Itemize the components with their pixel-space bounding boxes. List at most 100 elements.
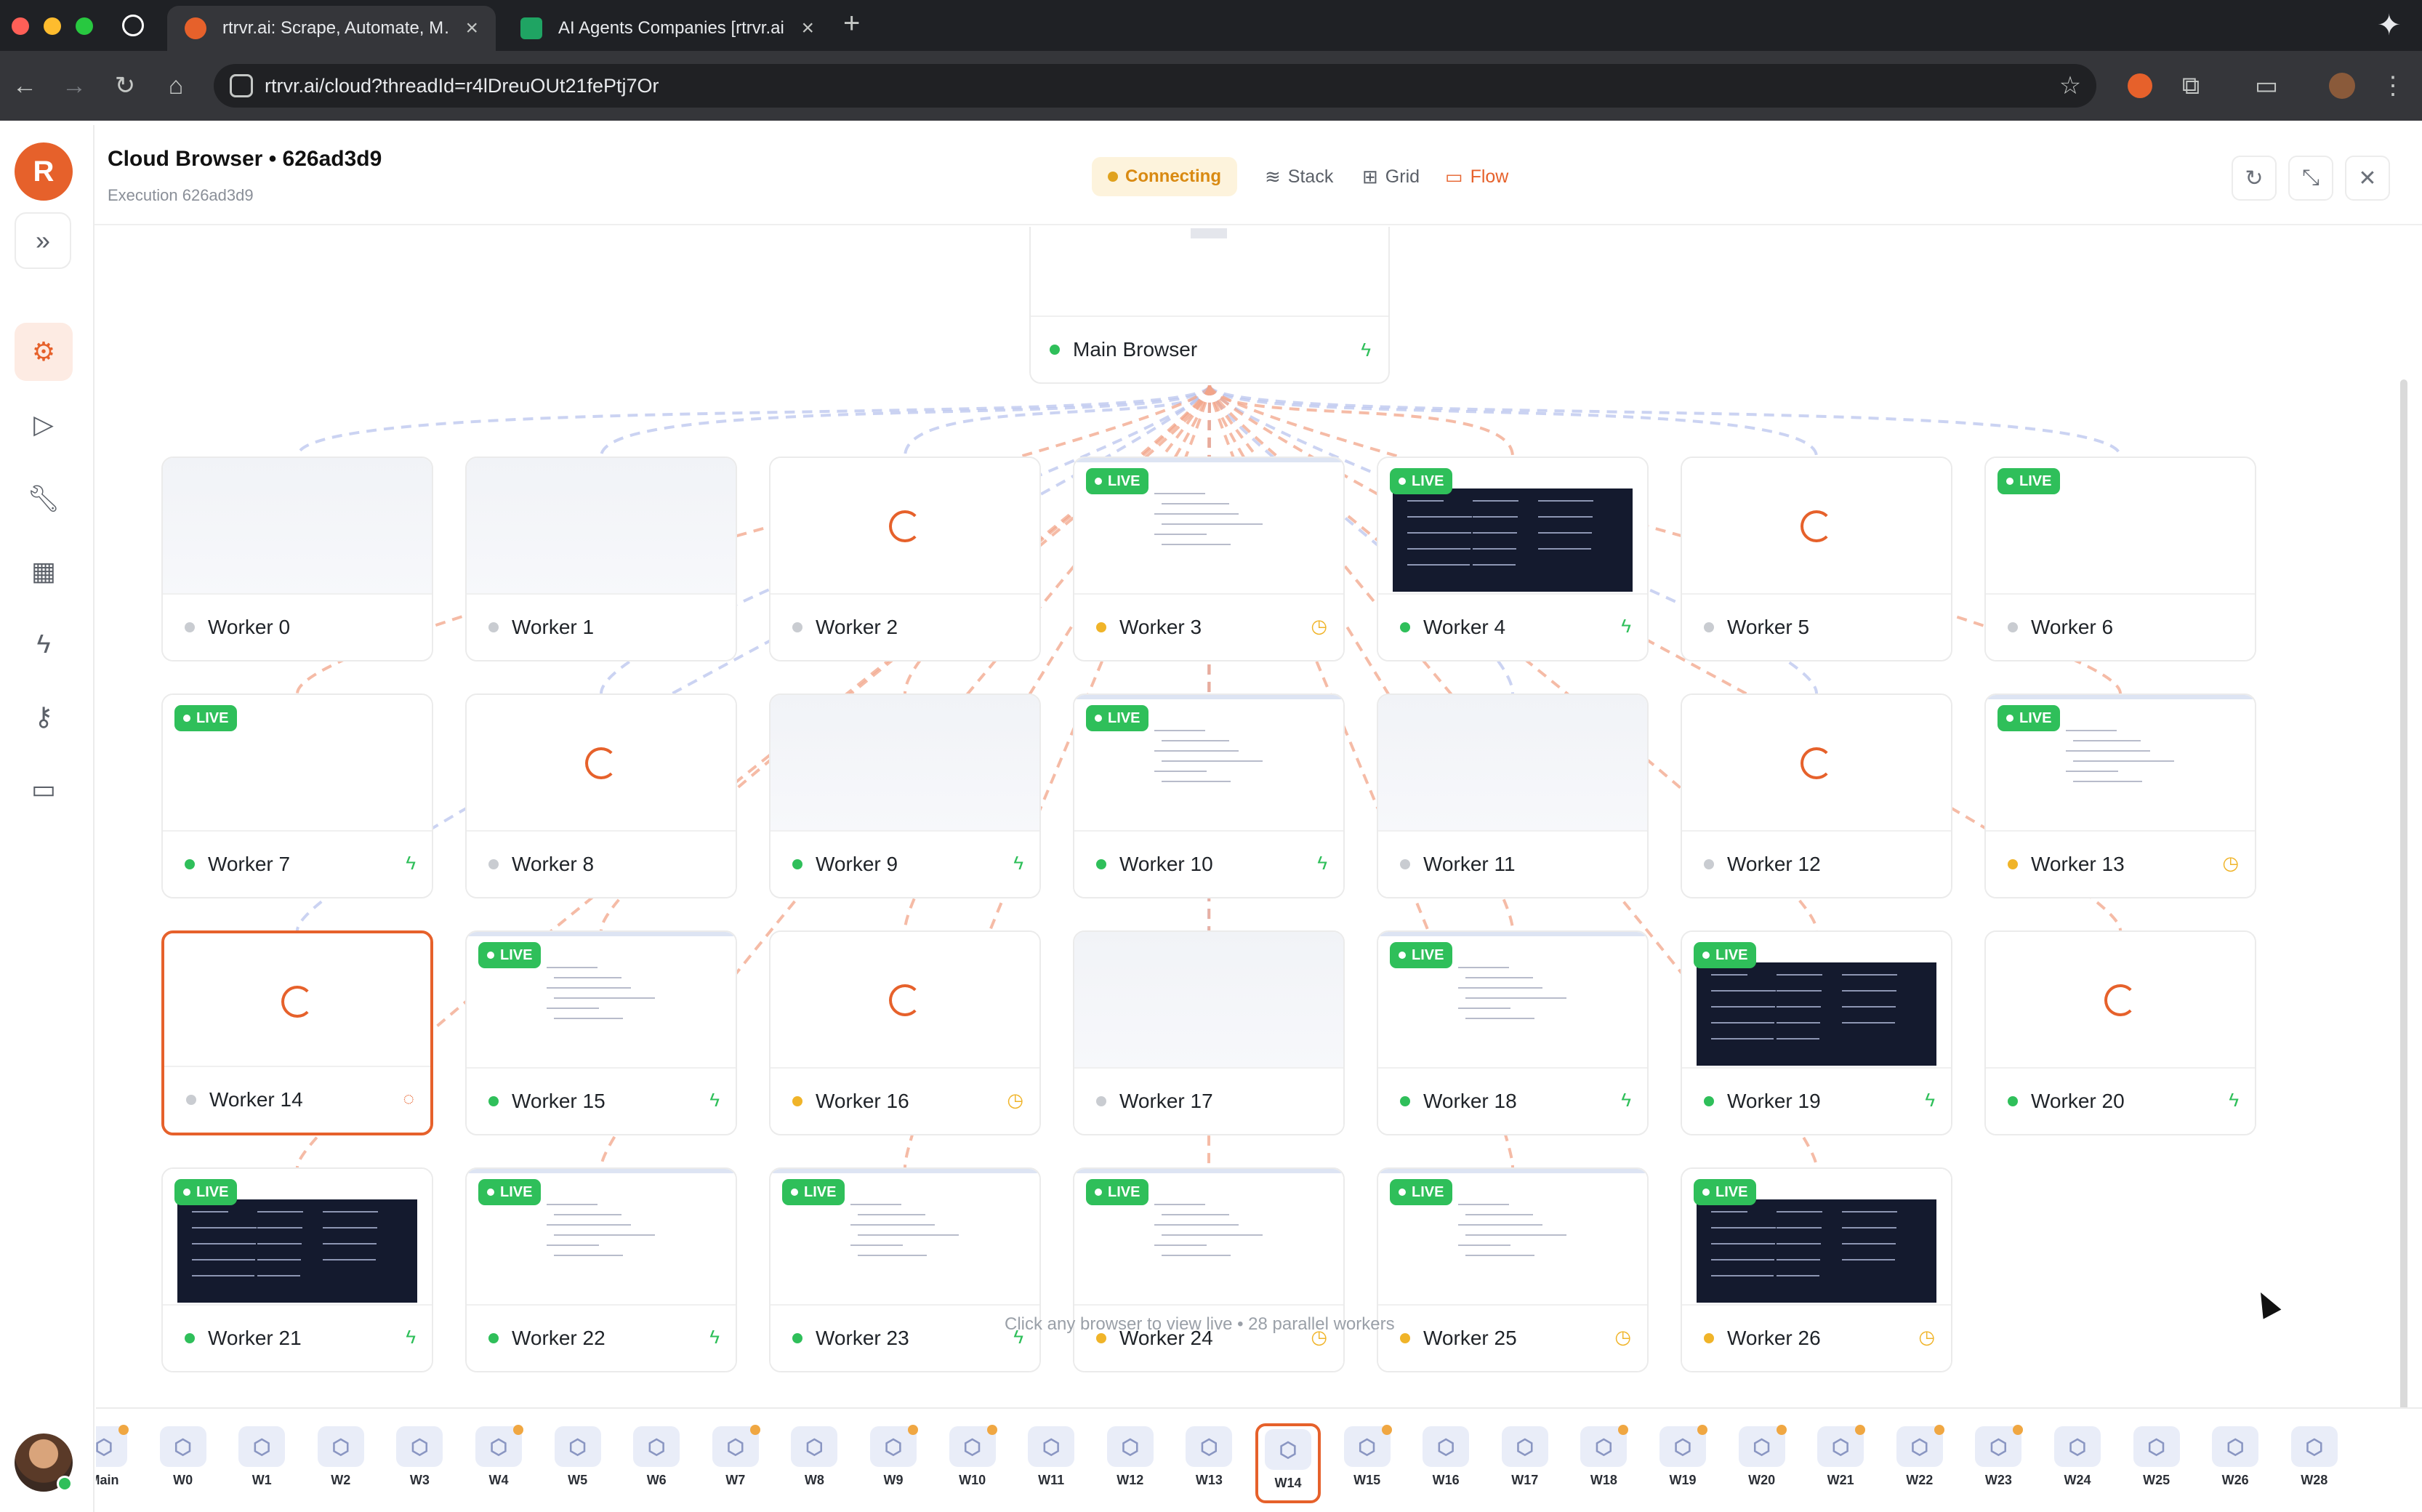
main-browser-node[interactable]: Main Browser ϟ (1029, 227, 1390, 384)
rtrvr-extension-icon[interactable] (2120, 65, 2160, 106)
worker-card[interactable]: Worker 11 (1377, 693, 1649, 898)
back-icon[interactable]: ← (12, 71, 37, 100)
dock-item[interactable]: ⬡Main (96, 1423, 137, 1503)
side-panel-icon[interactable]: ▭ (2254, 72, 2279, 100)
record-icon[interactable] (122, 15, 144, 36)
dock-item[interactable]: ⬡W3 (387, 1423, 452, 1503)
dock-item[interactable]: ⬡W4 (466, 1423, 531, 1503)
dock-item[interactable]: ⬡W24 (2045, 1423, 2110, 1503)
tab-rtrvr[interactable]: rtrvr.ai: Scrape, Automate, M… × (167, 6, 496, 51)
dock-item[interactable]: ⬡W14 (1255, 1423, 1321, 1503)
dock-item[interactable]: ⬡W0 (150, 1423, 216, 1503)
robot-icon[interactable]: ⚙ (15, 323, 73, 381)
maximize-window-icon[interactable] (76, 17, 93, 35)
dock-item[interactable]: ⬡W12 (1098, 1423, 1163, 1503)
home-icon[interactable]: ⌂ (168, 71, 184, 100)
dock-label: Main (96, 1473, 119, 1487)
dock-item[interactable]: ⬡W17 (1492, 1423, 1558, 1503)
dock-item[interactable]: ⬡W6 (624, 1423, 689, 1503)
dock-item[interactable]: ⬡W5 (545, 1423, 611, 1503)
worker-card[interactable]: Worker 8 (465, 693, 737, 898)
worker-card[interactable]: Worker 17 (1073, 930, 1345, 1135)
tab-close-icon[interactable]: × (801, 16, 814, 40)
dock-item[interactable]: ⬡W28 (2282, 1423, 2347, 1503)
close-button[interactable]: ✕ (2345, 156, 2390, 201)
worker-card[interactable]: Worker 16◷ (769, 930, 1041, 1135)
dock-item[interactable]: ⬡W15 (1335, 1423, 1400, 1503)
dock-item[interactable]: ⬡W7 (703, 1423, 768, 1503)
dock-item[interactable]: ⬡W1 (229, 1423, 294, 1503)
dock-item[interactable]: ⬡W22 (1887, 1423, 1952, 1503)
dock-item[interactable]: ⬡W8 (781, 1423, 847, 1503)
expand-sidebar-icon[interactable]: » (15, 212, 71, 269)
dock-item[interactable]: ⬡W25 (2124, 1423, 2189, 1503)
address-bar[interactable]: rtrvr.ai/cloud?threadId=r4lDreuOUt21fePt… (214, 64, 2096, 108)
calendar-icon[interactable]: ▦ (31, 556, 56, 586)
wrench-icon[interactable]: 🔧︎ (27, 483, 60, 513)
status-dot-icon (1096, 622, 1106, 632)
dock-item[interactable]: ⬡W11 (1018, 1423, 1084, 1503)
dock-item[interactable]: ⬡W10 (940, 1423, 1005, 1503)
tab-grid[interactable]: ⊞Grid (1362, 157, 1420, 196)
dock-item[interactable]: ⬡W20 (1729, 1423, 1795, 1503)
play-icon[interactable]: ▷ (33, 409, 54, 439)
dock-item[interactable]: ⬡W21 (1808, 1423, 1873, 1503)
dock-item[interactable]: ⬡W26 (2202, 1423, 2268, 1503)
tab-ai-agents[interactable]: AI Agents Companies [rtrvr.ai × (503, 6, 832, 51)
minimize-window-icon[interactable] (44, 17, 61, 35)
site-info-icon[interactable] (230, 74, 253, 97)
user-avatar[interactable] (15, 1433, 73, 1492)
dock-item[interactable]: ⬡W19 (1650, 1423, 1715, 1503)
dock-item[interactable]: ⬡W9 (861, 1423, 926, 1503)
worker-card[interactable]: Worker 12 (1681, 693, 1952, 898)
refresh-button[interactable]: ↻ (2232, 156, 2277, 201)
dock-item[interactable]: ⬡W13 (1176, 1423, 1242, 1503)
credit-card-icon[interactable]: ▭ (31, 774, 56, 804)
tab-close-icon[interactable]: × (465, 16, 478, 40)
dock-item[interactable]: ⬡W2 (308, 1423, 374, 1503)
rtrvr-logo[interactable]: R (15, 142, 73, 201)
lightning-icon[interactable]: ϟ (36, 629, 51, 659)
profile-icon[interactable] (2322, 65, 2362, 106)
more-menu-icon[interactable]: ⋮ (2381, 72, 2405, 100)
worker-label: Worker 24 (1119, 1327, 1213, 1349)
scrollbar[interactable] (2400, 379, 2407, 1470)
dock-item[interactable]: ⬡W16 (1413, 1423, 1478, 1503)
worker-card[interactable]: Worker 14◌ (161, 930, 433, 1135)
close-window-icon[interactable] (12, 17, 29, 35)
tab-stack[interactable]: ≋Stack (1265, 157, 1333, 196)
tab-flow[interactable]: ▭Flow (1445, 157, 1508, 196)
new-tab-icon[interactable]: + (843, 7, 861, 39)
bookmark-star-icon[interactable]: ☆ (2059, 72, 2082, 100)
worker-card[interactable]: Worker 5 (1681, 457, 1952, 662)
worker-card[interactable]: Worker 2 (769, 457, 1041, 662)
worker-card[interactable]: Worker 1 (465, 457, 737, 662)
minimize-button[interactable]: ⤡ (2288, 156, 2333, 201)
reload-icon[interactable]: ↻ (114, 72, 136, 100)
worker-card[interactable]: Worker 0 (161, 457, 433, 662)
gemini-icon[interactable]: ✦ (2377, 9, 2402, 41)
forward-icon[interactable]: → (62, 71, 86, 100)
key-icon[interactable]: ⚷ (33, 701, 54, 731)
dock-item[interactable]: ⬡W18 (1571, 1423, 1636, 1503)
extensions-icon[interactable]: ⧉ (2181, 71, 2200, 100)
dock-item[interactable]: ⬡W23 (1966, 1423, 2031, 1503)
